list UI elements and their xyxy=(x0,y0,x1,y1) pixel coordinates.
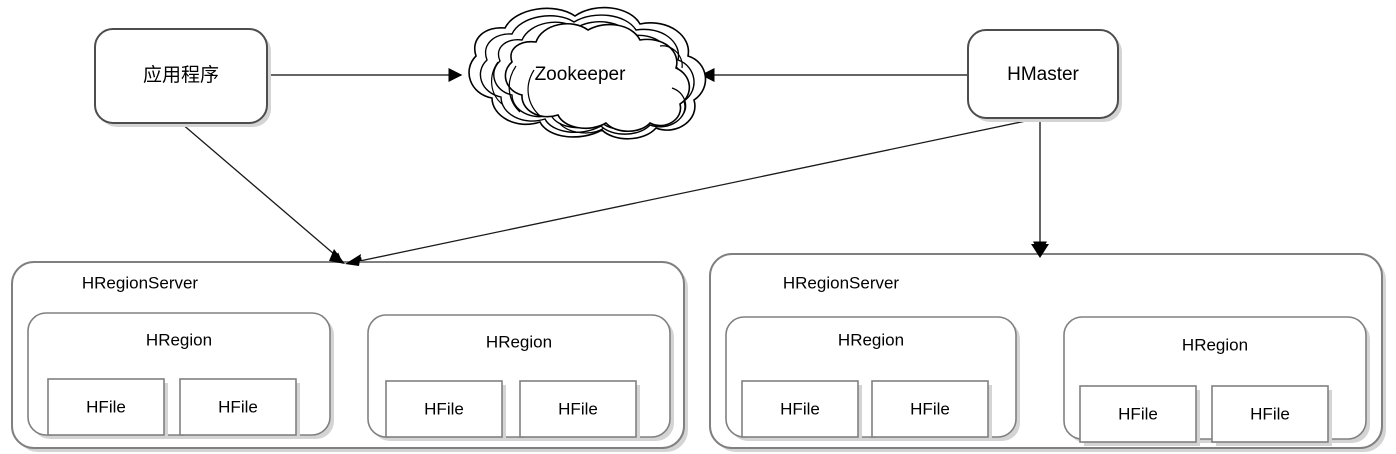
hfile-1[interactable]: HFile xyxy=(47,378,168,439)
hfile-1[interactable]: HFile xyxy=(741,380,862,441)
hfile-box[interactable] xyxy=(1211,385,1329,443)
node-hmaster[interactable]: HMaster xyxy=(967,29,1122,122)
hfile-label: HFile xyxy=(1118,404,1158,423)
hfile-2[interactable]: HFile xyxy=(871,380,992,441)
zookeeper-sketch-stroke-2 xyxy=(508,65,521,113)
node-zookeeper[interactable]: Zookeeper xyxy=(468,6,707,140)
arrowhead-hmaster-to-rs2 xyxy=(1031,244,1049,258)
zookeeper-sketch-stroke-5 xyxy=(671,87,687,117)
hregion-label: HRegion xyxy=(146,330,212,349)
zookeeper-cloud-inner xyxy=(504,22,691,133)
connector-hmaster-to-regionserver-1 xyxy=(354,117,1041,265)
node-application[interactable]: 应用程序 xyxy=(94,28,271,127)
zookeeper-sketch-stroke-4 xyxy=(659,45,683,69)
incoming-arrowheads xyxy=(329,244,1049,266)
region-server-1-hregion-1[interactable]: HRegion HFile HFile xyxy=(27,312,334,439)
hfile-box[interactable] xyxy=(871,380,989,438)
region-server-2[interactable]: HRegionServer HRegion HFile HFile xyxy=(709,253,1386,452)
zookeeper-sketch-stroke-1 xyxy=(491,61,503,105)
region-server-2-hregion-2[interactable]: HRegion HFile HFile xyxy=(1063,316,1370,446)
region-server-2-label: HRegionServer xyxy=(783,273,900,292)
hfile-label: HFile xyxy=(1250,404,1290,423)
hfile-1[interactable]: HFile xyxy=(1079,385,1200,446)
connector-layer xyxy=(180,68,1047,265)
zookeeper-label: Zookeeper xyxy=(535,64,627,85)
hfile-label: HFile xyxy=(424,399,464,418)
region-server-2-hregion-1[interactable]: HRegion HFile HFile xyxy=(725,316,1020,441)
hmaster-label: HMaster xyxy=(1007,64,1079,85)
connector-application-to-regionserver-1 xyxy=(180,122,342,261)
zookeeper-sketch-stroke-3 xyxy=(527,69,541,117)
arrowhead-app-to-rs1 xyxy=(329,249,345,264)
hregion-label: HRegion xyxy=(486,332,552,351)
hregion-label: HRegion xyxy=(1182,335,1248,354)
region-server-1[interactable]: HRegionServer HRegion HFile HFile xyxy=(11,261,688,452)
hfile-label: HFile xyxy=(910,399,950,418)
zookeeper-cloud-outer-2 xyxy=(479,14,695,135)
hfile-box[interactable] xyxy=(519,380,637,438)
hfile-box[interactable] xyxy=(1079,385,1197,443)
application-label: 应用程序 xyxy=(143,64,219,86)
hfile-label: HFile xyxy=(780,399,820,418)
arrowhead-hmaster-to-rs1 xyxy=(345,254,361,266)
hfile-2[interactable]: HFile xyxy=(519,380,640,441)
zookeeper-sketch-stroke-6 xyxy=(559,123,605,134)
hfile-2[interactable]: HFile xyxy=(179,378,300,439)
hfile-label: HFile xyxy=(86,397,126,416)
hfile-label: HFile xyxy=(558,399,598,418)
hfile-1[interactable]: HFile xyxy=(385,380,506,441)
hmaster-box[interactable] xyxy=(967,29,1119,119)
region-server-1-hregion-2[interactable]: HRegion HFile HFile xyxy=(367,314,674,441)
hfile-label: HFile xyxy=(218,397,258,416)
hfile-2[interactable]: HFile xyxy=(1211,385,1332,446)
hfile-box[interactable] xyxy=(179,378,297,436)
hfile-box[interactable] xyxy=(741,380,859,438)
application-box[interactable] xyxy=(94,28,268,124)
hregion-label: HRegion xyxy=(838,330,904,349)
hfile-box[interactable] xyxy=(385,380,503,438)
hfile-box[interactable] xyxy=(47,378,165,436)
region-server-1-label: HRegionServer xyxy=(82,273,199,292)
